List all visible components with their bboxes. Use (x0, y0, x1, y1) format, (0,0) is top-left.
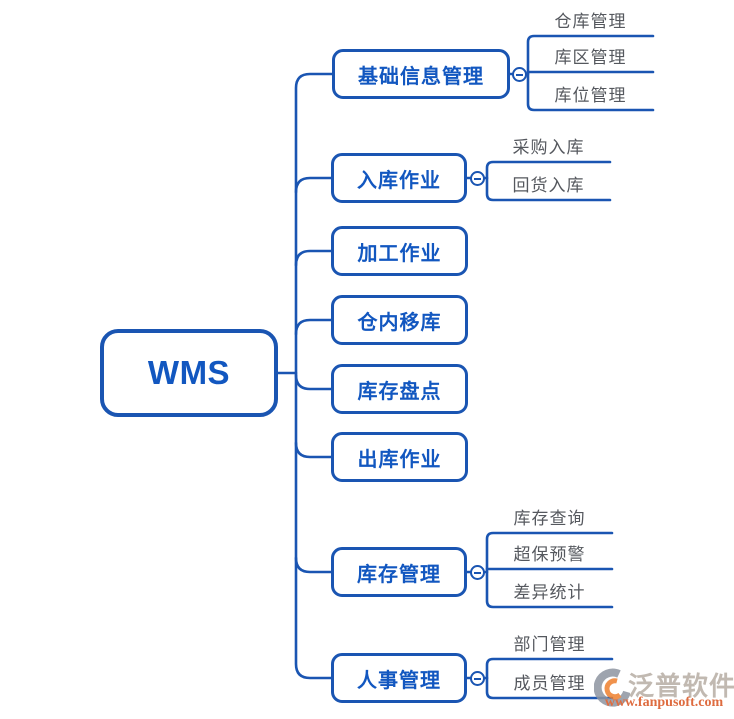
subtopic-difference-statistics[interactable]: 差异统计 (513, 583, 586, 602)
subtopic-storage-area-management[interactable]: 库区管理 (554, 48, 627, 67)
subtopic-member-management[interactable]: 成员管理 (513, 674, 586, 693)
elbow-transfer (294, 318, 333, 336)
topic-processing-operations[interactable]: 加工作业 (331, 226, 468, 276)
topic-outbound-operations[interactable]: 出库作业 (331, 432, 468, 482)
minus-icon (474, 177, 481, 180)
subtopic-department-management[interactable]: 部门管理 (513, 635, 586, 654)
fanpu-logo-icon (594, 668, 630, 707)
subtopic-warehouse-management[interactable]: 仓库管理 (554, 12, 627, 31)
collapse-toggle-inbound[interactable] (470, 171, 485, 186)
collapse-toggle-personnel[interactable] (470, 671, 485, 686)
subtopic-return-inbound[interactable]: 回货入库 (512, 176, 585, 195)
topic-warehouse-transfer[interactable]: 仓内移库 (331, 295, 468, 345)
topic-inventory-counting[interactable]: 库存盘点 (331, 364, 468, 414)
collapse-toggle-inventory[interactable] (470, 565, 485, 580)
minus-icon (474, 677, 481, 680)
bracket-personnel (485, 657, 614, 700)
topic-inventory-management[interactable]: 库存管理 (331, 547, 467, 597)
minus-icon (474, 571, 481, 574)
elbow-processing (294, 249, 333, 267)
subtopic-purchase-inbound[interactable]: 采购入库 (512, 138, 585, 157)
bracket-inbound (485, 160, 612, 202)
watermark-url: www.fanpusoft.com (604, 695, 724, 710)
elbow-counting (294, 373, 333, 391)
spine (294, 72, 334, 680)
watermark: 泛普软件 www.fanpusoft.com (594, 664, 734, 716)
elbow-outbound (294, 441, 333, 459)
minus-icon (516, 73, 523, 76)
topic-personnel-management[interactable]: 人事管理 (331, 653, 467, 703)
collapse-toggle-basic-info[interactable] (512, 67, 527, 82)
watermark-brand-text: 泛普软件 (628, 671, 734, 701)
elbow-inventory (294, 556, 333, 574)
subtopic-storage-location-management[interactable]: 库位管理 (554, 86, 627, 105)
topic-basic-info-management[interactable]: 基础信息管理 (332, 49, 510, 99)
elbow-inbound (294, 176, 333, 194)
subtopic-over-storage-warning[interactable]: 超保预警 (513, 545, 586, 564)
subtopic-inventory-query[interactable]: 库存查询 (513, 509, 586, 528)
topic-inbound-operations[interactable]: 入库作业 (331, 153, 467, 203)
root-topic-wms[interactable]: WMS (100, 329, 278, 417)
